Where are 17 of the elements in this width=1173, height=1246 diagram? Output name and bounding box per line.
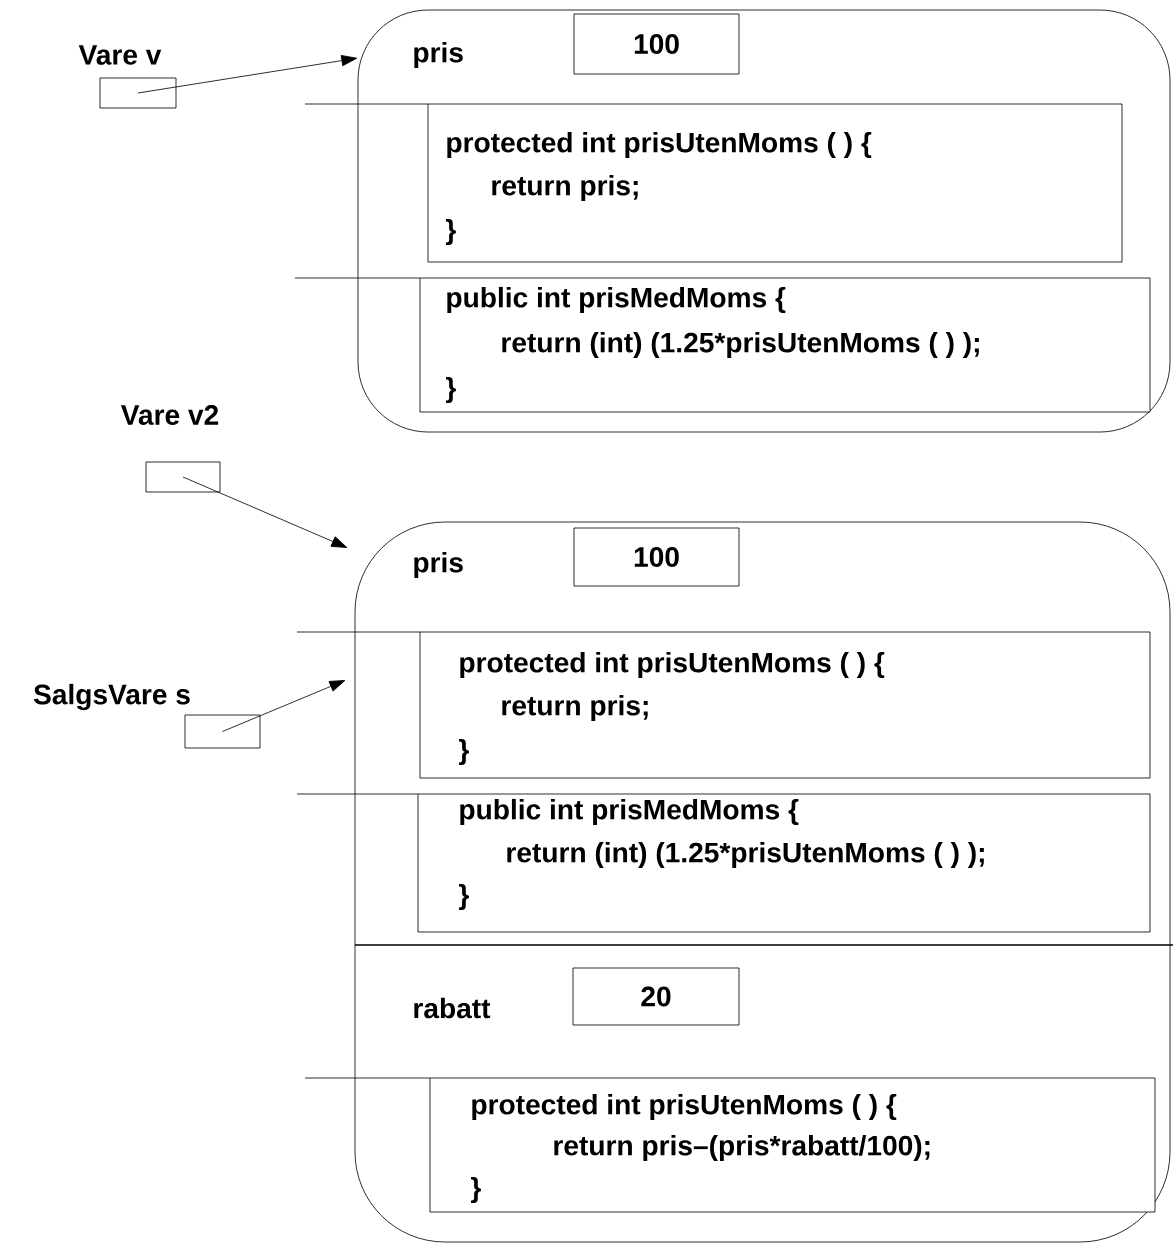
field-name: pris [414,41,463,69]
method-box: protected int prisUtenMoms ( ) { return pris–(pris*rabatt/100); } [429,1077,1156,1213]
variable-name: Vare v2 [120,405,219,425]
value-box: 20 [572,967,740,1026]
variable-name: SalgsVare s [33,683,190,711]
method-box: protected int prisUtenMoms ( ) { return pris; } [419,631,1151,779]
arrow [182,476,348,548]
value-box: 100 [573,13,740,75]
variable-name: Vare v [78,45,162,65]
value-box: 100 [573,527,740,587]
arrow [222,680,346,732]
method-box: public int prisMedMoms { return (int) (1.25*prisUtenMoms ( ) ); } [417,793,1151,933]
field-name: rabatt [414,997,491,1019]
method-box: protected int prisUtenMoms ( ) { return pris; } [427,103,1123,263]
arrow [137,55,358,94]
field-name: pris [414,551,463,579]
method-box: public int prisMedMoms { return (int) (1.25*prisUtenMoms ( ) ); } [419,277,1151,413]
